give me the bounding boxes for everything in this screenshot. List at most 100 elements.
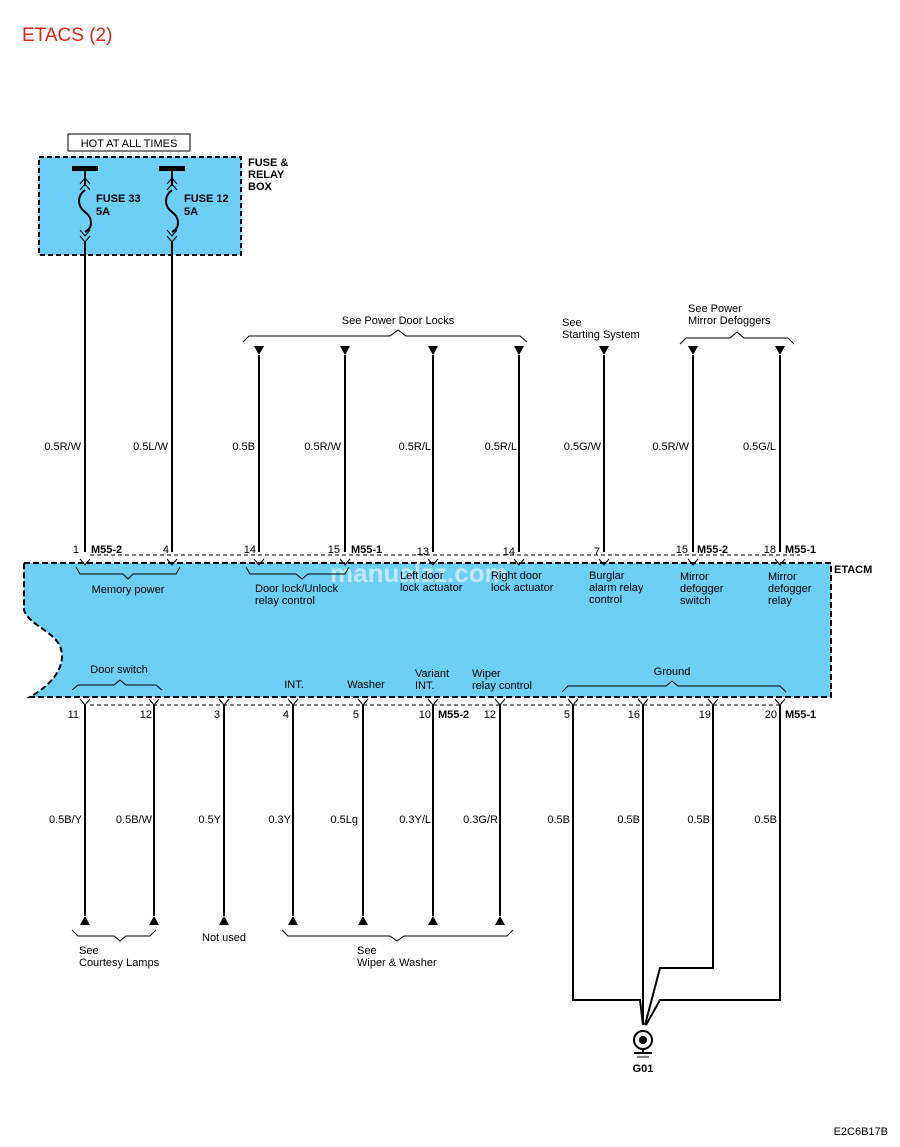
top-wire-6-color: 0.5R/L: [485, 441, 517, 453]
top-wire-1-color: 0.5R/W: [44, 441, 81, 453]
top-wire-4-color: 0.5R/W: [304, 441, 341, 453]
bottom-wire-9: 16 0.5B: [617, 705, 644, 1025]
brace-door-switch: [71, 679, 163, 691]
ref-starting-line-1: See: [562, 317, 582, 329]
top-wire-4-pin: 15: [328, 544, 340, 556]
etacm-module: [23, 562, 832, 698]
bottom-wire-4-pin: 4: [283, 709, 289, 721]
arrow-down-icon: [254, 346, 264, 355]
arrow-up-icon: [80, 916, 90, 925]
bottom-wire-10-pin: 19: [699, 709, 711, 721]
func-wiper-line-1: Wiper: [472, 668, 501, 680]
func-burglar-line-2: alarm relay: [589, 582, 644, 594]
bottom-wire-5: 5 0.5Lg: [330, 705, 368, 925]
bottom-wire-4-color: 0.3Y: [268, 814, 291, 826]
top-wire-4-connector: M55-1: [351, 544, 382, 556]
ref-courtesy-brace: [71, 929, 157, 942]
fuse-33: [72, 166, 98, 243]
fuse-box-name-line-1: FUSE &: [248, 157, 288, 169]
func-right-door-line-2: lock actuator: [491, 582, 554, 594]
arrow-up-icon: [288, 916, 298, 925]
func-left-door-line-1: Left door: [400, 570, 444, 582]
func-memory-power: Memory power: [92, 584, 165, 596]
bottom-wire-10-color: 0.5B: [687, 814, 710, 826]
func-mirror-switch-line-2: defogger: [680, 583, 724, 595]
top-wire-4: 0.5R/W 15 M55-1: [304, 346, 382, 556]
bottom-wire-7-pin: 12: [484, 709, 496, 721]
ref-mirror-brace: [679, 331, 795, 345]
func-door-switch: Door switch: [90, 664, 147, 676]
top-wire-7-color: 0.5G/W: [564, 441, 602, 453]
arrow-up-icon: [428, 916, 438, 925]
arrow-down-icon: [340, 346, 350, 355]
top-wire-9-pin: 18: [764, 544, 776, 556]
ref-starting-line-2: Starting System: [562, 329, 640, 341]
fuse-12: [159, 166, 185, 243]
arrow-down-icon: [775, 346, 785, 355]
top-wire-3: 0.5B 14: [232, 346, 264, 556]
func-burglar-line-3: control: [589, 594, 622, 606]
func-mirror-relay-line-2: defogger: [768, 583, 812, 595]
top-wire-5: 0.5R/L 13: [399, 346, 438, 558]
ref-not-used: Not used: [202, 932, 246, 944]
arrow-down-icon: [514, 346, 524, 355]
bottom-wire-10: 19 0.5B: [644, 705, 714, 1026]
fuse-box-name-line-3: BOX: [248, 181, 273, 193]
func-ground: Ground: [654, 666, 691, 678]
top-wire-6: 0.5R/L 14: [485, 346, 524, 558]
top-wire-3-pin: 14: [244, 544, 256, 556]
top-wire-8-pin: 15: [676, 544, 688, 556]
arrow-up-icon: [495, 916, 505, 925]
top-wire-8: 0.5R/W 15 M55-2: [652, 346, 728, 556]
bottom-wire-9-color: 0.5B: [617, 814, 640, 826]
func-left-door-line-2: lock actuator: [400, 582, 463, 594]
bottom-wire-2-pin: 12: [140, 709, 152, 721]
fuse-33-name: FUSE 33: [96, 193, 141, 205]
bottom-wire-1: 11 0.5B/Y: [49, 705, 90, 925]
brace-ground: [561, 680, 787, 693]
ground-icon: [633, 1030, 653, 1058]
top-wire-7-pin: 7: [594, 546, 600, 558]
func-burglar-line-1: Burglar: [589, 570, 625, 582]
top-wire-1-pin: 1: [73, 544, 79, 556]
top-wire-8-color: 0.5R/W: [652, 441, 689, 453]
top-wire-2-color: 0.5L/W: [133, 441, 168, 453]
ground-name: G01: [633, 1063, 654, 1075]
ref-courtesy-line-1: See: [79, 945, 99, 957]
top-wire-2-pin: 4: [163, 544, 169, 556]
page-title: ETACS (2): [22, 25, 112, 46]
top-wire-8-connector: M55-2: [697, 544, 728, 556]
top-wire-3-color: 0.5B: [232, 441, 255, 453]
func-mirror-switch-line-1: Mirror: [680, 571, 709, 583]
bottom-wire-8: 5 0.5B: [547, 705, 644, 1026]
bottom-wire-9-pin: 16: [628, 709, 640, 721]
bottom-wire-11: 20 M55-1 0.5B: [645, 705, 816, 1026]
arrow-up-icon: [149, 916, 159, 925]
arrow-down-icon: [599, 346, 609, 355]
bottom-wire-6: 10 M55-2 0.3Y/L: [399, 705, 469, 925]
diagram-code: E2C6B17B: [834, 1126, 888, 1138]
func-variant-line-2: INT.: [415, 680, 435, 692]
func-washer: Washer: [347, 679, 385, 691]
fuse-box-name-line-2: RELAY: [248, 169, 285, 181]
bottom-wire-5-color: 0.5Lg: [330, 814, 358, 826]
top-wire-2: 0.5L/W 4: [133, 242, 173, 556]
bottom-wire-7: 12 0.3G/R: [463, 705, 505, 925]
bottom-wire-3: 3 0.5Y: [198, 705, 229, 925]
bottom-wire-3-pin: 3: [214, 709, 220, 721]
fuse-12-name: FUSE 12: [184, 193, 229, 205]
top-wire-9-connector: M55-1: [785, 544, 816, 556]
arrow-up-icon: [358, 916, 368, 925]
top-wire-7: 0.5G/W 7: [564, 346, 609, 558]
module-name: ETACM: [834, 564, 872, 576]
fuse-12-rating: 5A: [184, 206, 198, 218]
top-wire-1: 0.5R/W 1 M55-2: [44, 242, 122, 556]
watermark: manualzz.com: [330, 558, 508, 588]
ref-door-locks-brace: [242, 329, 528, 343]
func-mirror-switch-line-3: switch: [680, 595, 711, 607]
ref-courtesy-line-2: Courtesy Lamps: [79, 957, 160, 969]
ref-wiper-line-1: See: [357, 945, 377, 957]
hot-at-all-times-box: [67, 133, 191, 152]
ref-wiper-brace: [281, 929, 514, 942]
